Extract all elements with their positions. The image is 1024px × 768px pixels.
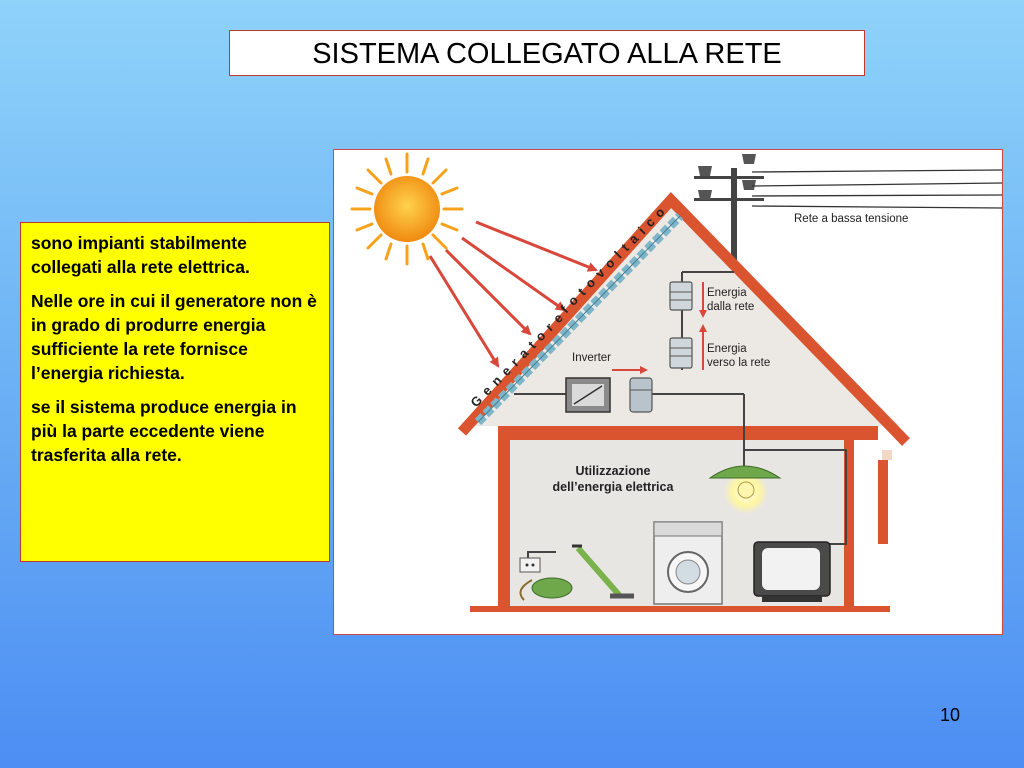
grid-connected-system-diagram: Rete a bassa tensione Generatore fotovol… bbox=[333, 149, 1003, 635]
description-box: sono impianti stabilmente collegati alla… bbox=[20, 222, 330, 562]
grid-label: Rete a bassa tensione bbox=[794, 213, 908, 225]
energy-from-grid-label-2: dalla rete bbox=[707, 301, 754, 313]
sun-icon bbox=[350, 152, 464, 266]
inverter-label: Inverter bbox=[572, 352, 611, 364]
slide-title: SISTEMA COLLEGATO ALLA RETE bbox=[229, 30, 865, 76]
wall-socket-icon bbox=[519, 557, 541, 573]
power-pole bbox=[694, 154, 1002, 281]
energy-flow-arrows bbox=[612, 282, 707, 374]
meter-to-grid bbox=[669, 337, 693, 369]
usage-label-1: Utilizzazione bbox=[575, 464, 650, 478]
lamp-icon bbox=[708, 465, 782, 514]
solar-panel-strip bbox=[474, 212, 684, 426]
vacuum-cleaner-icon bbox=[519, 544, 634, 601]
energy-to-grid-label-1: Energia bbox=[707, 343, 747, 355]
paragraph-1: sono impianti stabilmente collegati alla… bbox=[31, 233, 250, 277]
sunlight-arrows bbox=[428, 220, 598, 368]
inverter-meter-icon bbox=[629, 377, 653, 413]
energy-from-grid-label-1: Energia bbox=[707, 287, 747, 299]
paragraph-3: se il sistema produce energia in più la … bbox=[31, 397, 297, 465]
meter-from-grid bbox=[669, 281, 693, 311]
page-number: 10 bbox=[939, 705, 961, 725]
diagram-svg: Rete a bassa tensione Generatore fotovol… bbox=[350, 152, 1002, 612]
energy-to-grid-label-2: verso la rete bbox=[707, 357, 770, 369]
television-icon bbox=[753, 541, 831, 602]
inverter-icon bbox=[565, 377, 611, 413]
paragraph-2: Nelle ore in cui il generatore non è in … bbox=[31, 291, 317, 383]
usage-label-2: dell’energia elettrica bbox=[553, 480, 675, 494]
washing-machine-icon bbox=[653, 521, 723, 605]
